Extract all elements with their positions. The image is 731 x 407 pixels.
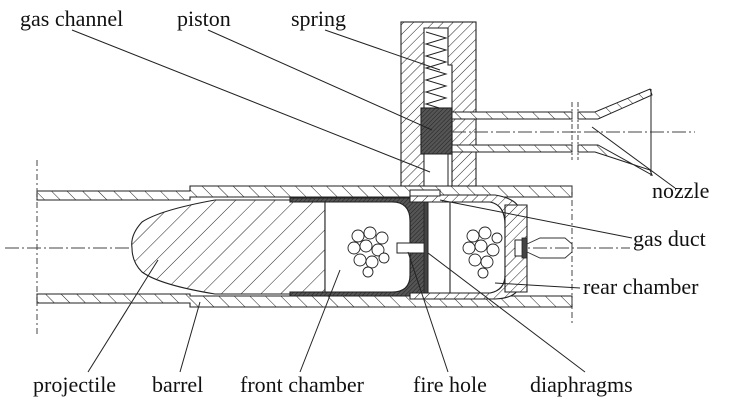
leader-rear-chamber	[494, 282, 581, 289]
label-nozzle: nozzle	[652, 178, 709, 203]
leader-nozzle	[591, 126, 676, 189]
leader-diaphragms	[427, 252, 586, 373]
gas-duct	[409, 189, 441, 197]
label-spring: spring	[291, 6, 346, 31]
label-rear-chamber: rear chamber	[583, 274, 699, 299]
label-gas-duct: gas duct	[633, 226, 706, 251]
label-projectile: projectile	[33, 372, 116, 397]
fire-hole	[396, 242, 426, 254]
label-gas-channel: gas channel	[20, 6, 123, 31]
projectile	[131, 199, 326, 295]
gas-channel	[423, 153, 449, 187]
leader-piston	[207, 29, 433, 131]
leader-front-chamber	[299, 269, 341, 373]
rear-chamber-housing	[409, 194, 573, 300]
leader-lines	[71, 29, 676, 373]
leader-fire-hole	[407, 251, 449, 373]
leader-spring	[324, 29, 441, 71]
spring	[424, 31, 448, 111]
piston-housing	[400, 21, 477, 187]
leader-projectile-line	[87, 259, 159, 373]
diaphragms	[423, 201, 451, 294]
label-barrel: barrel	[152, 372, 203, 397]
leader-gas-channel	[71, 29, 431, 173]
piston	[420, 107, 453, 155]
label-fire-hole: fire hole	[413, 372, 487, 397]
leader-barrel	[179, 301, 201, 373]
label-front-chamber: front chamber	[240, 372, 365, 397]
nozzle-tube	[451, 102, 695, 160]
nozzle	[577, 88, 653, 177]
leader-gas-duct	[439, 199, 633, 239]
propellant-rear	[462, 226, 503, 279]
label-piston: piston	[177, 6, 231, 31]
propellant-front	[347, 226, 390, 278]
label-diaphragms: diaphragms	[530, 372, 633, 397]
